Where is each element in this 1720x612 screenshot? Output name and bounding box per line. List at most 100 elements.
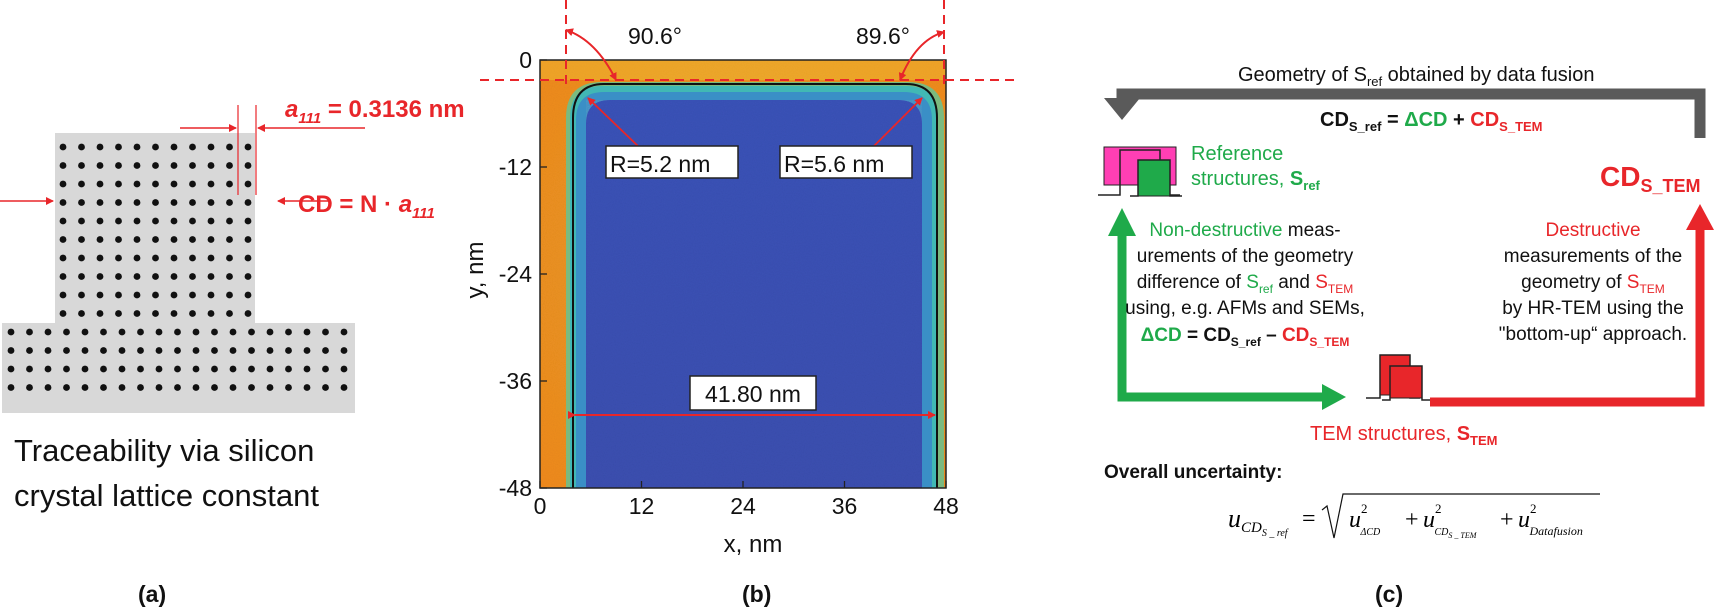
lattice-atom (78, 143, 85, 151)
panel-a-lattice (2, 133, 355, 413)
tem-structure-icon (1366, 354, 1430, 401)
lattice-atom (152, 180, 159, 188)
lattice-atom (244, 254, 252, 262)
lattice-atom (133, 143, 141, 151)
lattice-atom (115, 254, 122, 262)
lattice-atom (207, 291, 215, 299)
radius-right-label: R=5.6 nm (784, 151, 884, 177)
lattice-atom (189, 217, 196, 225)
lattice-atoms (7, 143, 348, 391)
d-line4: by HR-TEM using the (1502, 298, 1684, 319)
lattice-atom (285, 384, 292, 391)
lattice-atom (44, 384, 52, 391)
lattice-atom (266, 328, 274, 336)
lattice-atom (285, 365, 292, 373)
lattice-atom (152, 310, 159, 317)
lattice-atom (207, 310, 215, 317)
lattice-atom (26, 347, 33, 354)
eq-plus-2: + (1500, 507, 1514, 533)
lattice-atom (155, 328, 163, 336)
lattice-atom (26, 384, 33, 391)
lattice-atom (285, 328, 292, 336)
x-tick-label: 12 (629, 493, 655, 519)
lattice-atom (115, 236, 122, 243)
lattice-atom (229, 347, 237, 354)
lattice-atom (96, 217, 104, 225)
lattice-atom (59, 236, 67, 243)
lattice-atom (189, 291, 196, 299)
nd-line3: difference of Sref and STEM (1137, 272, 1354, 296)
lattice-atom (226, 291, 233, 299)
lattice-atom (78, 310, 85, 317)
lattice-atom (96, 162, 104, 169)
lattice-atom (133, 273, 141, 280)
lattice-atom (226, 310, 233, 317)
lattice-atom (118, 328, 126, 336)
lattice-atom (81, 347, 89, 354)
lattice-atom (189, 199, 196, 206)
lattice-atom (81, 365, 89, 373)
lattice-atom (152, 291, 159, 299)
lattice-atom (170, 180, 178, 188)
eq-plus-1: + (1405, 507, 1419, 533)
lattice-atom (244, 273, 252, 280)
lattice-atom (133, 310, 141, 317)
lattice-atom (133, 162, 141, 169)
panel-c-label: (c) (1375, 581, 1403, 607)
lattice-atom (226, 180, 233, 188)
lattice-atom (115, 180, 122, 188)
lattice-atom (100, 384, 107, 391)
lattice-atom (207, 254, 215, 262)
lattice-atom (137, 384, 144, 391)
lattice-atom (7, 384, 15, 391)
y-tick-label: 0 (519, 47, 532, 73)
lattice-atom (170, 291, 178, 299)
d-line2: measurements of the (1504, 246, 1682, 267)
lattice-atom (322, 365, 329, 373)
lattice-atom (152, 143, 159, 151)
lattice-atom (211, 347, 218, 354)
lattice-atom (174, 347, 181, 354)
lattice-atom (229, 365, 237, 373)
lattice-atom (115, 217, 122, 225)
lattice-atom (226, 236, 233, 243)
lattice-atom (96, 199, 104, 206)
lattice-atom (340, 328, 348, 336)
lattice-atom (303, 328, 311, 336)
lattice-atom (81, 384, 89, 391)
lattice-atom (81, 328, 89, 336)
lattice-atom (207, 143, 215, 151)
lattice-atom (115, 291, 122, 299)
nd-line2: urements of the geometry (1137, 246, 1354, 267)
d-line3: geometry of STEM (1521, 272, 1665, 296)
lattice-atom (115, 273, 122, 280)
panel-b-heatmap (540, 60, 946, 488)
lattice-atom (59, 217, 67, 225)
lattice-atom (155, 365, 163, 373)
width-callout (568, 375, 936, 419)
x-tick-label: 0 (534, 493, 547, 519)
lattice-atom (59, 180, 67, 188)
lattice-atom (226, 217, 233, 225)
lattice-atom (78, 236, 85, 243)
lattice-atom (229, 328, 237, 336)
d-line1: Destructive (1545, 220, 1640, 241)
lattice-atom (174, 384, 181, 391)
lattice-atom (118, 365, 126, 373)
lattice-atom (192, 365, 200, 373)
x-tick-label: 36 (832, 493, 858, 519)
lattice-atom (340, 384, 348, 391)
lattice-atom (152, 254, 159, 262)
lattice-atom (155, 384, 163, 391)
panel-a-caption-line2: crystal lattice constant (14, 478, 319, 513)
lattice-atom (170, 217, 178, 225)
lattice-atom (192, 347, 200, 354)
reference-structures-line2: structures, Sref (1191, 168, 1321, 193)
lattice-atom (96, 180, 104, 188)
lattice-atom (244, 199, 252, 206)
lattice-atom (96, 291, 104, 299)
lattice-atom (137, 347, 144, 354)
eq-u: uCDS _ ref (1228, 504, 1289, 539)
